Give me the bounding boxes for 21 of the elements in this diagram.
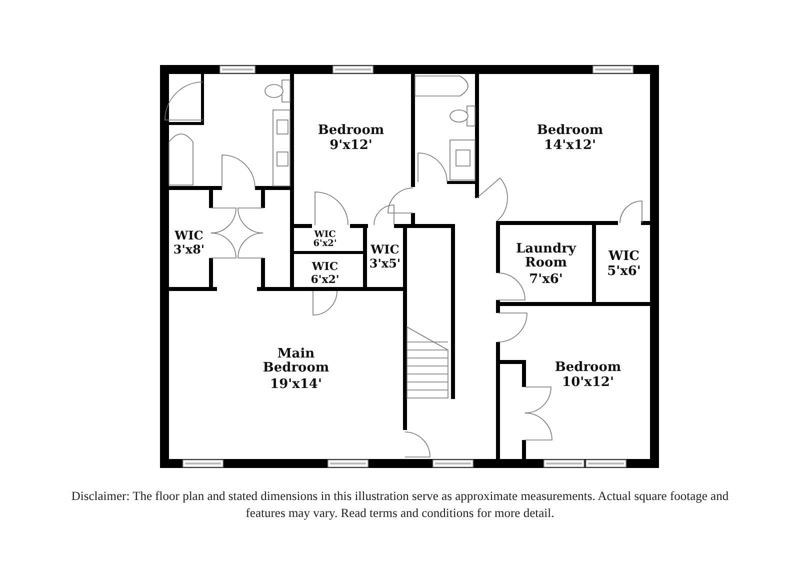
room-dimensions: 6'x2' <box>310 274 340 286</box>
room-name: WIC <box>312 260 338 274</box>
room-dimensions: 7'x6' <box>529 272 563 288</box>
room-name: WIC <box>608 250 640 264</box>
room-dimensions: 6'x2' <box>313 240 337 250</box>
room-dimensions: 5'x6' <box>607 264 641 280</box>
room-dimensions: 3'x5' <box>369 257 401 271</box>
room-name: Laundry Room <box>515 242 577 272</box>
room-dimensions: 14'x12' <box>544 138 596 154</box>
room-dimensions: 10'x12' <box>562 376 614 390</box>
room-dimensions: 9'x12' <box>330 138 372 154</box>
room-dimensions: 3'x8' <box>173 243 205 257</box>
disclaimer-text: Disclaimer: The floor plan and stated dimensions in this illustration serve as approximate measurements. Actual square footage and features may vary. Read terms and conditions for more detail. <box>70 488 730 522</box>
room-name: Bedroom <box>554 360 622 376</box>
room-name: WIC <box>314 231 336 240</box>
room-name: WIC <box>174 229 204 243</box>
room-name: Main Bedroom <box>262 348 330 376</box>
room-name: Bedroom <box>536 124 604 138</box>
room-name: Bedroom <box>318 124 384 138</box>
room-dimensions: 19'x14' <box>270 378 322 392</box>
room-name: WIC <box>370 243 400 257</box>
